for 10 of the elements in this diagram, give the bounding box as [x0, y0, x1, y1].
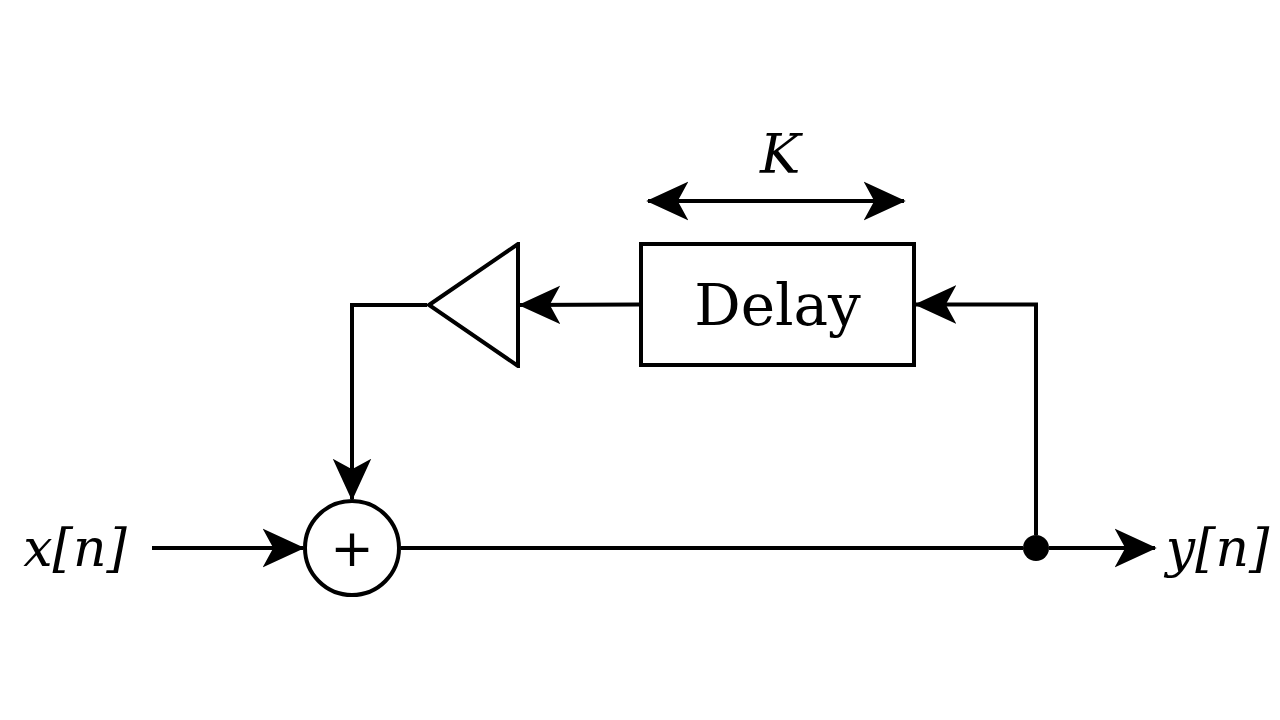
amplifier-triangle [427, 242, 520, 368]
output-label: y[n] [1155, 515, 1280, 581]
dimension-label: K [760, 128, 801, 182]
arrow [152, 528, 305, 568]
delay-box: Delay [639, 242, 916, 367]
junction-dot [1023, 535, 1049, 561]
arrow [1049, 528, 1157, 568]
arrow [332, 303, 427, 501]
input-label: x[n] [10, 515, 140, 581]
adder-circle: + [303, 499, 401, 597]
